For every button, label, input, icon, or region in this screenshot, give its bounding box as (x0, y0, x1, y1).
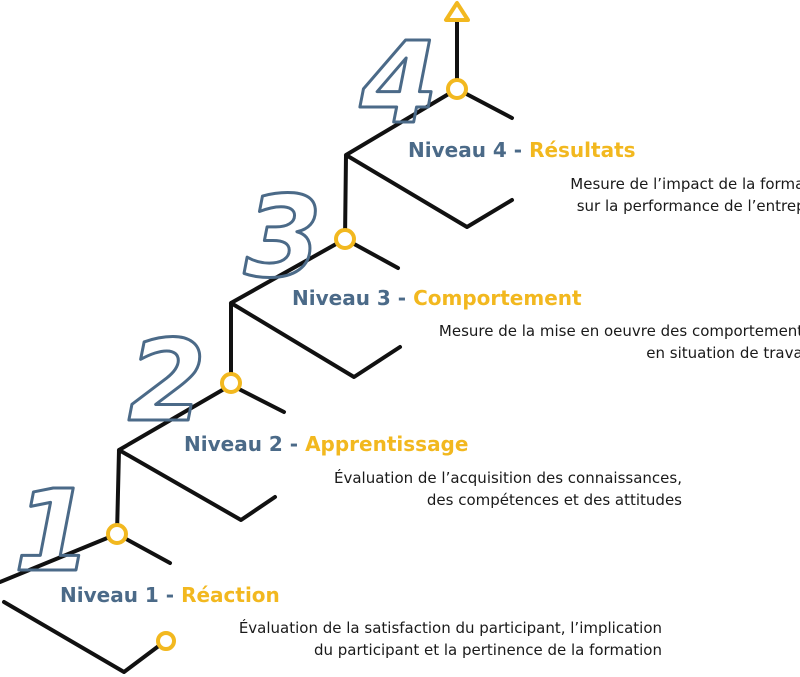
level-separator: - (165, 583, 175, 607)
desc-line-1: Évaluation de la satisfaction du partici… (238, 619, 662, 637)
step-4-lines (343, 87, 514, 241)
level-label: Niveau 2 (184, 432, 283, 456)
desc-line-1: Mesure de l’impact de la formation (570, 175, 800, 193)
big-number-3: 3 (244, 173, 322, 303)
big-number-4: 4 (359, 19, 438, 149)
level-1-description: Évaluation de la satisfaction du partici… (239, 617, 662, 661)
desc-line-2: du participant et la pertinence de la fo… (313, 641, 662, 659)
level-separator: - (397, 286, 407, 310)
level-2-description: Évaluation de l’acquisition des connaiss… (334, 467, 682, 511)
level-label: Niveau 4 (408, 138, 507, 162)
desc-line-1: Mesure de la mise en oeuvre des comporte… (438, 322, 800, 340)
level-separator: - (513, 138, 523, 162)
step-2-lines (115, 383, 286, 536)
node-circle-bottom (156, 631, 176, 651)
big-number-1: 1 (14, 467, 92, 597)
node-circle-level-4 (446, 78, 468, 100)
level-keyword: Réaction (181, 583, 280, 607)
level-4-description: Mesure de l’impact de la formation sur l… (533, 173, 800, 217)
node-circle-level-2 (220, 372, 242, 394)
node-circle-level-1 (106, 523, 128, 545)
level-label: Niveau 1 (60, 583, 159, 607)
step-3-lines (229, 237, 402, 387)
desc-line-2: des compétences et des attitudes (426, 491, 682, 509)
level-keyword: Comportement (413, 286, 582, 310)
desc-line-2: sur la performance de l’entreprise (576, 197, 800, 215)
level-4-title: Niveau 4 - Résultats (408, 138, 636, 162)
level-keyword: Résultats (529, 138, 636, 162)
level-label: Niveau 3 (292, 286, 391, 310)
node-circle-level-3 (334, 228, 356, 250)
desc-line-1: Évaluation de l’acquisition des connaiss… (333, 469, 682, 487)
level-separator: - (289, 432, 299, 456)
level-3-description: Mesure de la mise en oeuvre des comporte… (411, 320, 800, 364)
level-3-title: Niveau 3 - Comportement (292, 286, 582, 310)
arrow-head-icon (444, 1, 470, 22)
desc-line-2: en situation de travail (646, 344, 800, 362)
big-number-2: 2 (128, 317, 206, 447)
level-2-title: Niveau 2 - Apprentissage (184, 432, 468, 456)
level-keyword: Apprentissage (305, 432, 469, 456)
level-1-title: Niveau 1 - Réaction (60, 583, 280, 607)
